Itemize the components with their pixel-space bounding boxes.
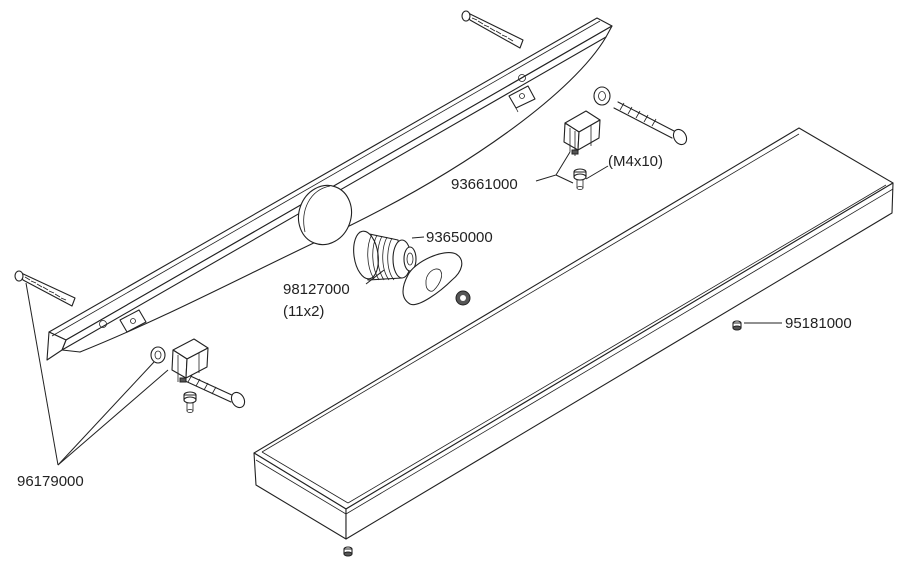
label-11x2: (11x2) [283,303,324,320]
mounting-rail [46,17,613,361]
washer-left [150,346,166,364]
label-93650000: 93650000 [426,229,493,246]
label-98127000: 98127000 [283,281,350,298]
wall-screw-right [613,101,688,146]
cap-bottom [343,546,353,557]
washer-right [593,86,611,106]
o-ring [455,290,471,306]
label-m4x10: (M4x10) [608,153,663,170]
corrugated-connector [353,230,417,281]
label-95181000: 95181000 [785,315,852,332]
cover-plate [253,127,894,540]
mounting-clip-right [563,110,601,156]
cap-right [732,320,742,331]
gasket-plate [402,252,463,306]
wall-anchor-left [14,270,76,307]
mounting-clip-left [171,338,209,383]
label-93661000: 93661000 [451,176,518,193]
label-96179000: 96179000 [17,473,84,490]
screw-m4x10-right [573,168,587,190]
screw-m4x10-left [183,391,197,413]
wall-anchor-top [461,10,524,49]
leader-lines [25,151,782,466]
wall-screw-left [182,373,246,409]
